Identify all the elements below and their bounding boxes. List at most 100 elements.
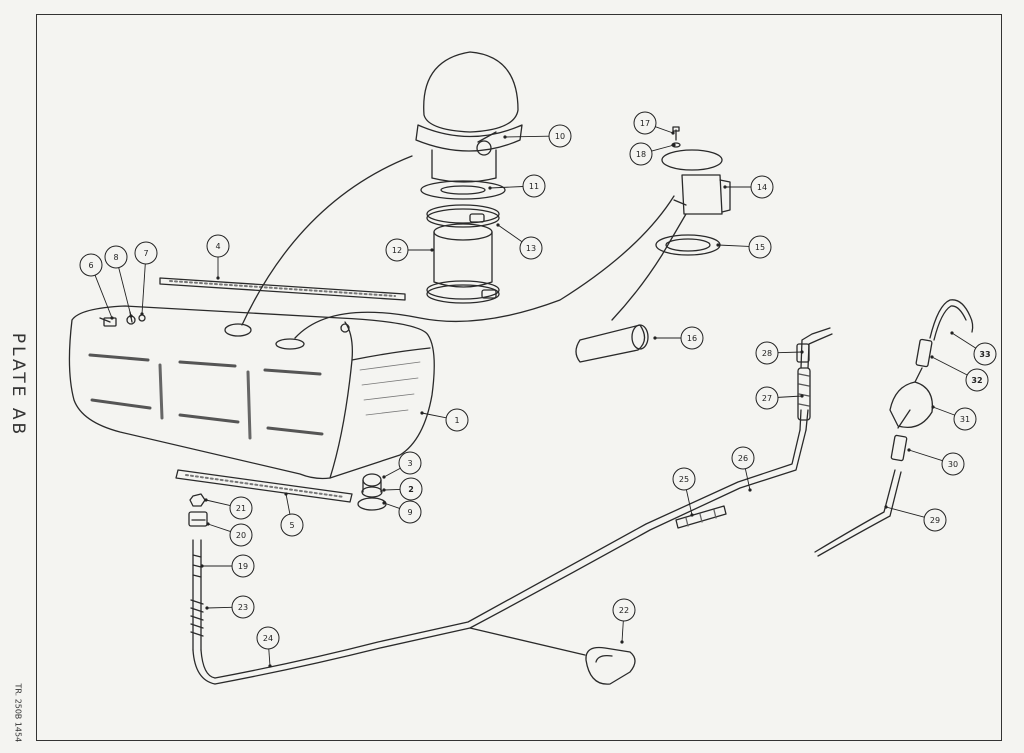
callout-leader	[141, 263, 146, 315]
fuel-filter-assembly	[814, 299, 974, 557]
callout-leader	[206, 606, 233, 609]
callout-leader	[717, 244, 750, 247]
callout-arrowhead	[800, 350, 804, 354]
callout-arrowhead	[268, 664, 272, 668]
drain-plug	[357, 473, 387, 511]
callout-circle	[680, 326, 704, 350]
callout-4: 4	[206, 234, 230, 280]
callout-29: 29	[884, 505, 947, 532]
upper-pad-strip	[159, 277, 406, 301]
callout-arrowhead	[884, 505, 888, 509]
callout-leader	[621, 620, 624, 643]
callout-13: 13	[496, 223, 543, 260]
callout-circle	[206, 234, 230, 258]
callout-arrowhead	[216, 276, 220, 280]
callout-circle	[672, 467, 696, 491]
callout-circle	[229, 523, 253, 547]
callout-circle	[629, 142, 653, 166]
callout-leader	[489, 186, 524, 189]
callout-leader	[118, 267, 132, 317]
callout-32: 32	[930, 355, 989, 392]
callout-arrowhead	[382, 488, 386, 492]
callout-circle	[445, 408, 469, 432]
callout-arrowhead	[110, 316, 114, 320]
callout-27: 27	[755, 386, 804, 410]
callout-arrowhead	[723, 185, 727, 189]
callout-2: 2	[382, 477, 423, 501]
callout-circle	[965, 368, 989, 392]
tank-sender-unit	[661, 149, 731, 215]
filler-hose	[433, 223, 493, 288]
callout-7: 7	[134, 241, 158, 316]
callout-arrowhead	[129, 314, 133, 318]
hose-clips	[426, 204, 500, 304]
sender-float	[575, 213, 687, 363]
callout-number: 7	[143, 249, 148, 258]
callout-5: 5	[280, 492, 304, 537]
callout-number: 28	[762, 349, 772, 358]
callout-arrowhead	[672, 143, 676, 147]
callout-arrowhead	[382, 501, 386, 505]
callout-leader	[205, 499, 231, 506]
callout-arrowhead	[430, 248, 434, 252]
filler-cable	[241, 155, 413, 326]
callout-number: 18	[636, 150, 646, 159]
callout-arrowhead	[382, 475, 386, 479]
callout-leader	[421, 412, 447, 419]
callout-leader	[685, 489, 693, 516]
connecting-hose	[675, 505, 727, 529]
callout-circle	[398, 451, 422, 475]
callout-number: 23	[238, 603, 248, 612]
callout-number: 30	[948, 460, 958, 469]
callout-circle	[280, 513, 304, 537]
callout-leader	[207, 523, 231, 532]
callout-number: 5	[289, 521, 294, 530]
callout-26: 26	[731, 446, 755, 492]
callout-9: 9	[382, 500, 422, 524]
callout-arrowhead	[284, 492, 288, 496]
main-feed-pipe	[214, 429, 807, 685]
callout-number: 2	[408, 485, 414, 494]
callout-arrowhead	[204, 498, 208, 502]
callout-24: 24	[256, 626, 280, 668]
callout-arrowhead	[653, 336, 657, 340]
callout-arrowhead	[800, 394, 804, 398]
callout-arrowhead	[200, 564, 204, 568]
callout-arrowhead	[140, 312, 144, 316]
callout-leader	[268, 648, 271, 667]
callout-number: 25	[679, 475, 689, 484]
sender-screw	[671, 126, 681, 148]
filler-cap	[415, 51, 523, 156]
callout-circle	[256, 626, 280, 650]
callout-circle	[522, 174, 546, 198]
callout-number: 29	[930, 516, 940, 525]
callout-leader	[655, 126, 674, 134]
callout-23: 23	[205, 595, 255, 619]
callout-number: 11	[529, 182, 539, 191]
callout-number: 17	[640, 119, 650, 128]
callout-circle	[633, 111, 657, 135]
callout-leader	[651, 144, 675, 152]
callout-arrowhead	[488, 186, 492, 190]
callout-6: 6	[79, 253, 114, 320]
callout-circle	[134, 241, 158, 265]
callout-arrowhead	[671, 131, 675, 135]
callout-arrowhead	[206, 522, 210, 526]
callout-leader	[777, 395, 803, 398]
callout-circle	[953, 407, 977, 431]
callout-number: 4	[215, 242, 220, 251]
callout-arrowhead	[931, 405, 935, 409]
union-nut	[189, 493, 206, 507]
callout-circle	[973, 342, 997, 366]
callout-leader	[744, 468, 751, 491]
callout-31: 31	[931, 405, 977, 431]
callout-arrowhead	[930, 355, 934, 359]
callout-28: 28	[755, 341, 804, 365]
callout-21: 21	[204, 496, 253, 520]
callout-arrowhead	[420, 411, 424, 415]
filler-seal-ring	[420, 180, 506, 200]
callout-number: 10	[555, 132, 565, 141]
callout-arrowhead	[496, 223, 500, 227]
lower-pad-strip	[175, 469, 353, 503]
callout-number: 3	[407, 459, 412, 468]
